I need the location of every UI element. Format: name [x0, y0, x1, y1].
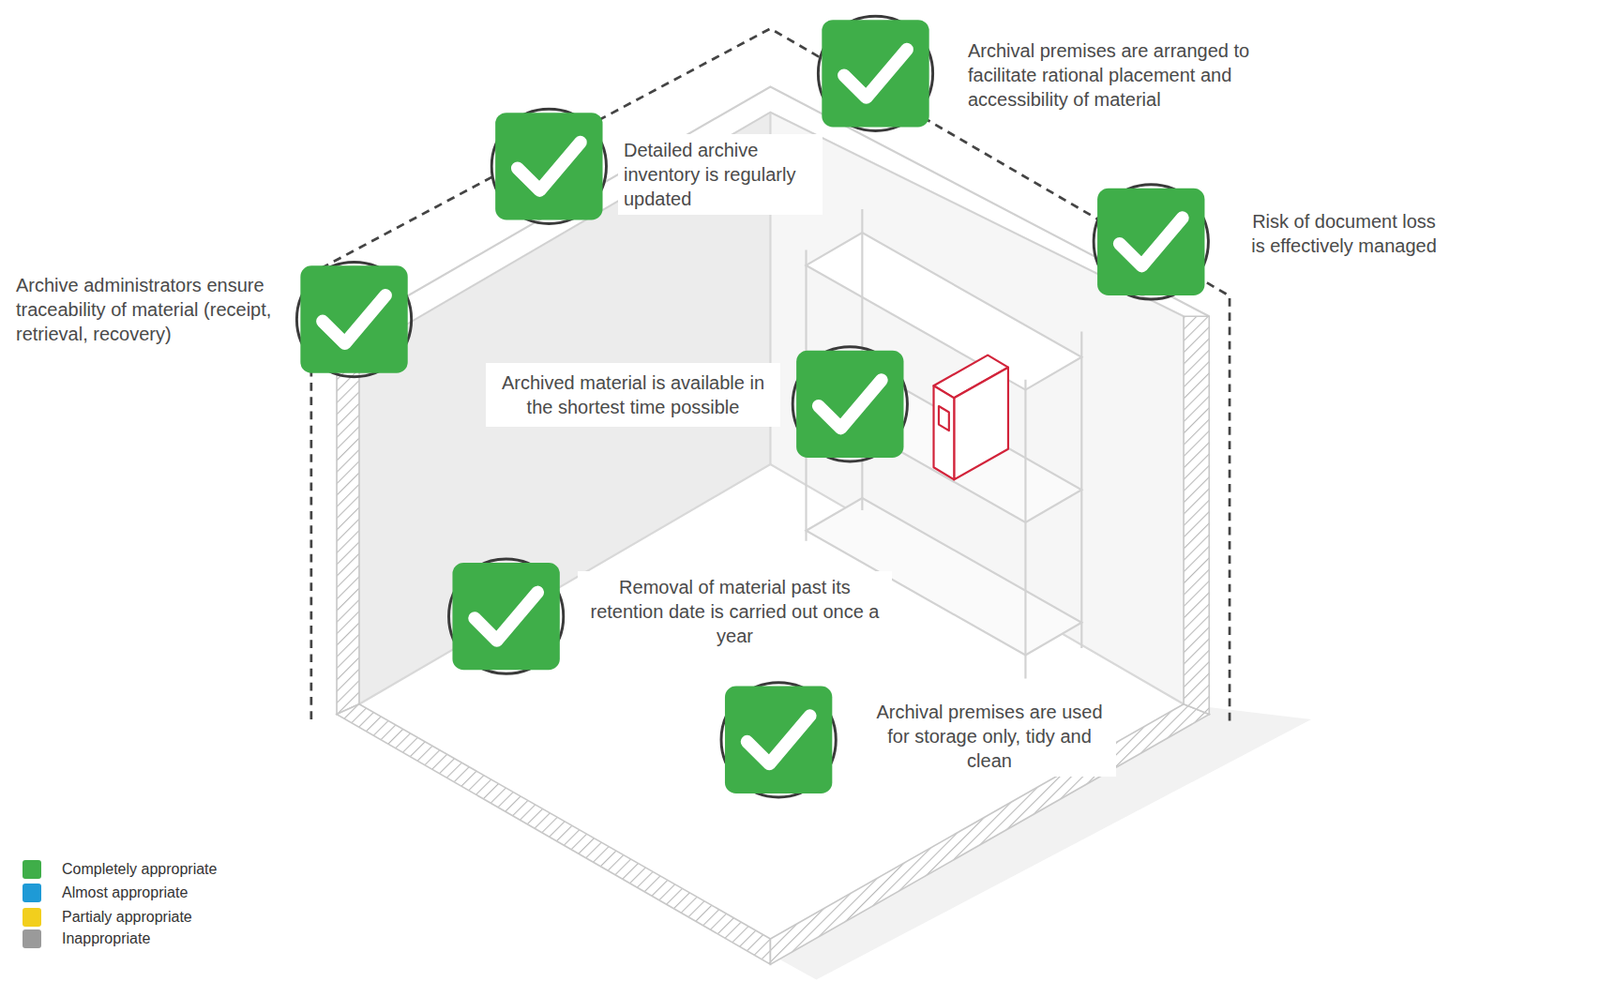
annotation-text: Archive administrators ensure traceabili… — [10, 269, 285, 350]
legend-text: Almost appropriate — [61, 884, 188, 902]
legend-swatch — [22, 883, 42, 903]
annotation-text: Archival premises are arranged to facili… — [962, 34, 1304, 116]
annotation-text: Risk of document loss is effectively man… — [1244, 205, 1444, 262]
check-icon — [792, 347, 907, 462]
legend-swatch — [22, 860, 42, 879]
legend-text: Completely appropriate — [61, 860, 217, 878]
check-icon — [817, 15, 933, 131]
annotation-text: Archived material is available in the sh… — [485, 362, 781, 427]
check-icon — [296, 261, 411, 377]
legend-row: Almost appropriate — [22, 883, 188, 903]
check-icon — [449, 558, 564, 674]
legend-row: Inappropriate — [22, 929, 151, 949]
legend-row: Completely appropriate — [22, 860, 217, 879]
room — [296, 15, 1312, 980]
annotation-text: Removal of material past its retention d… — [577, 571, 892, 652]
legend-text: Partialy appropriate — [61, 908, 193, 926]
check-icon — [721, 682, 836, 798]
annotation-text: Archival premises are used for storage o… — [862, 695, 1117, 777]
legend-text: Inappropriate — [61, 930, 151, 948]
annotation-text: Detailed archive inventory is regularly … — [618, 134, 823, 215]
check-icon — [491, 108, 606, 224]
legend-row: Partialy appropriate — [22, 907, 193, 927]
legend-swatch — [22, 907, 42, 927]
binder — [934, 355, 1009, 481]
legend-swatch — [22, 929, 42, 949]
check-icon — [1093, 184, 1208, 300]
